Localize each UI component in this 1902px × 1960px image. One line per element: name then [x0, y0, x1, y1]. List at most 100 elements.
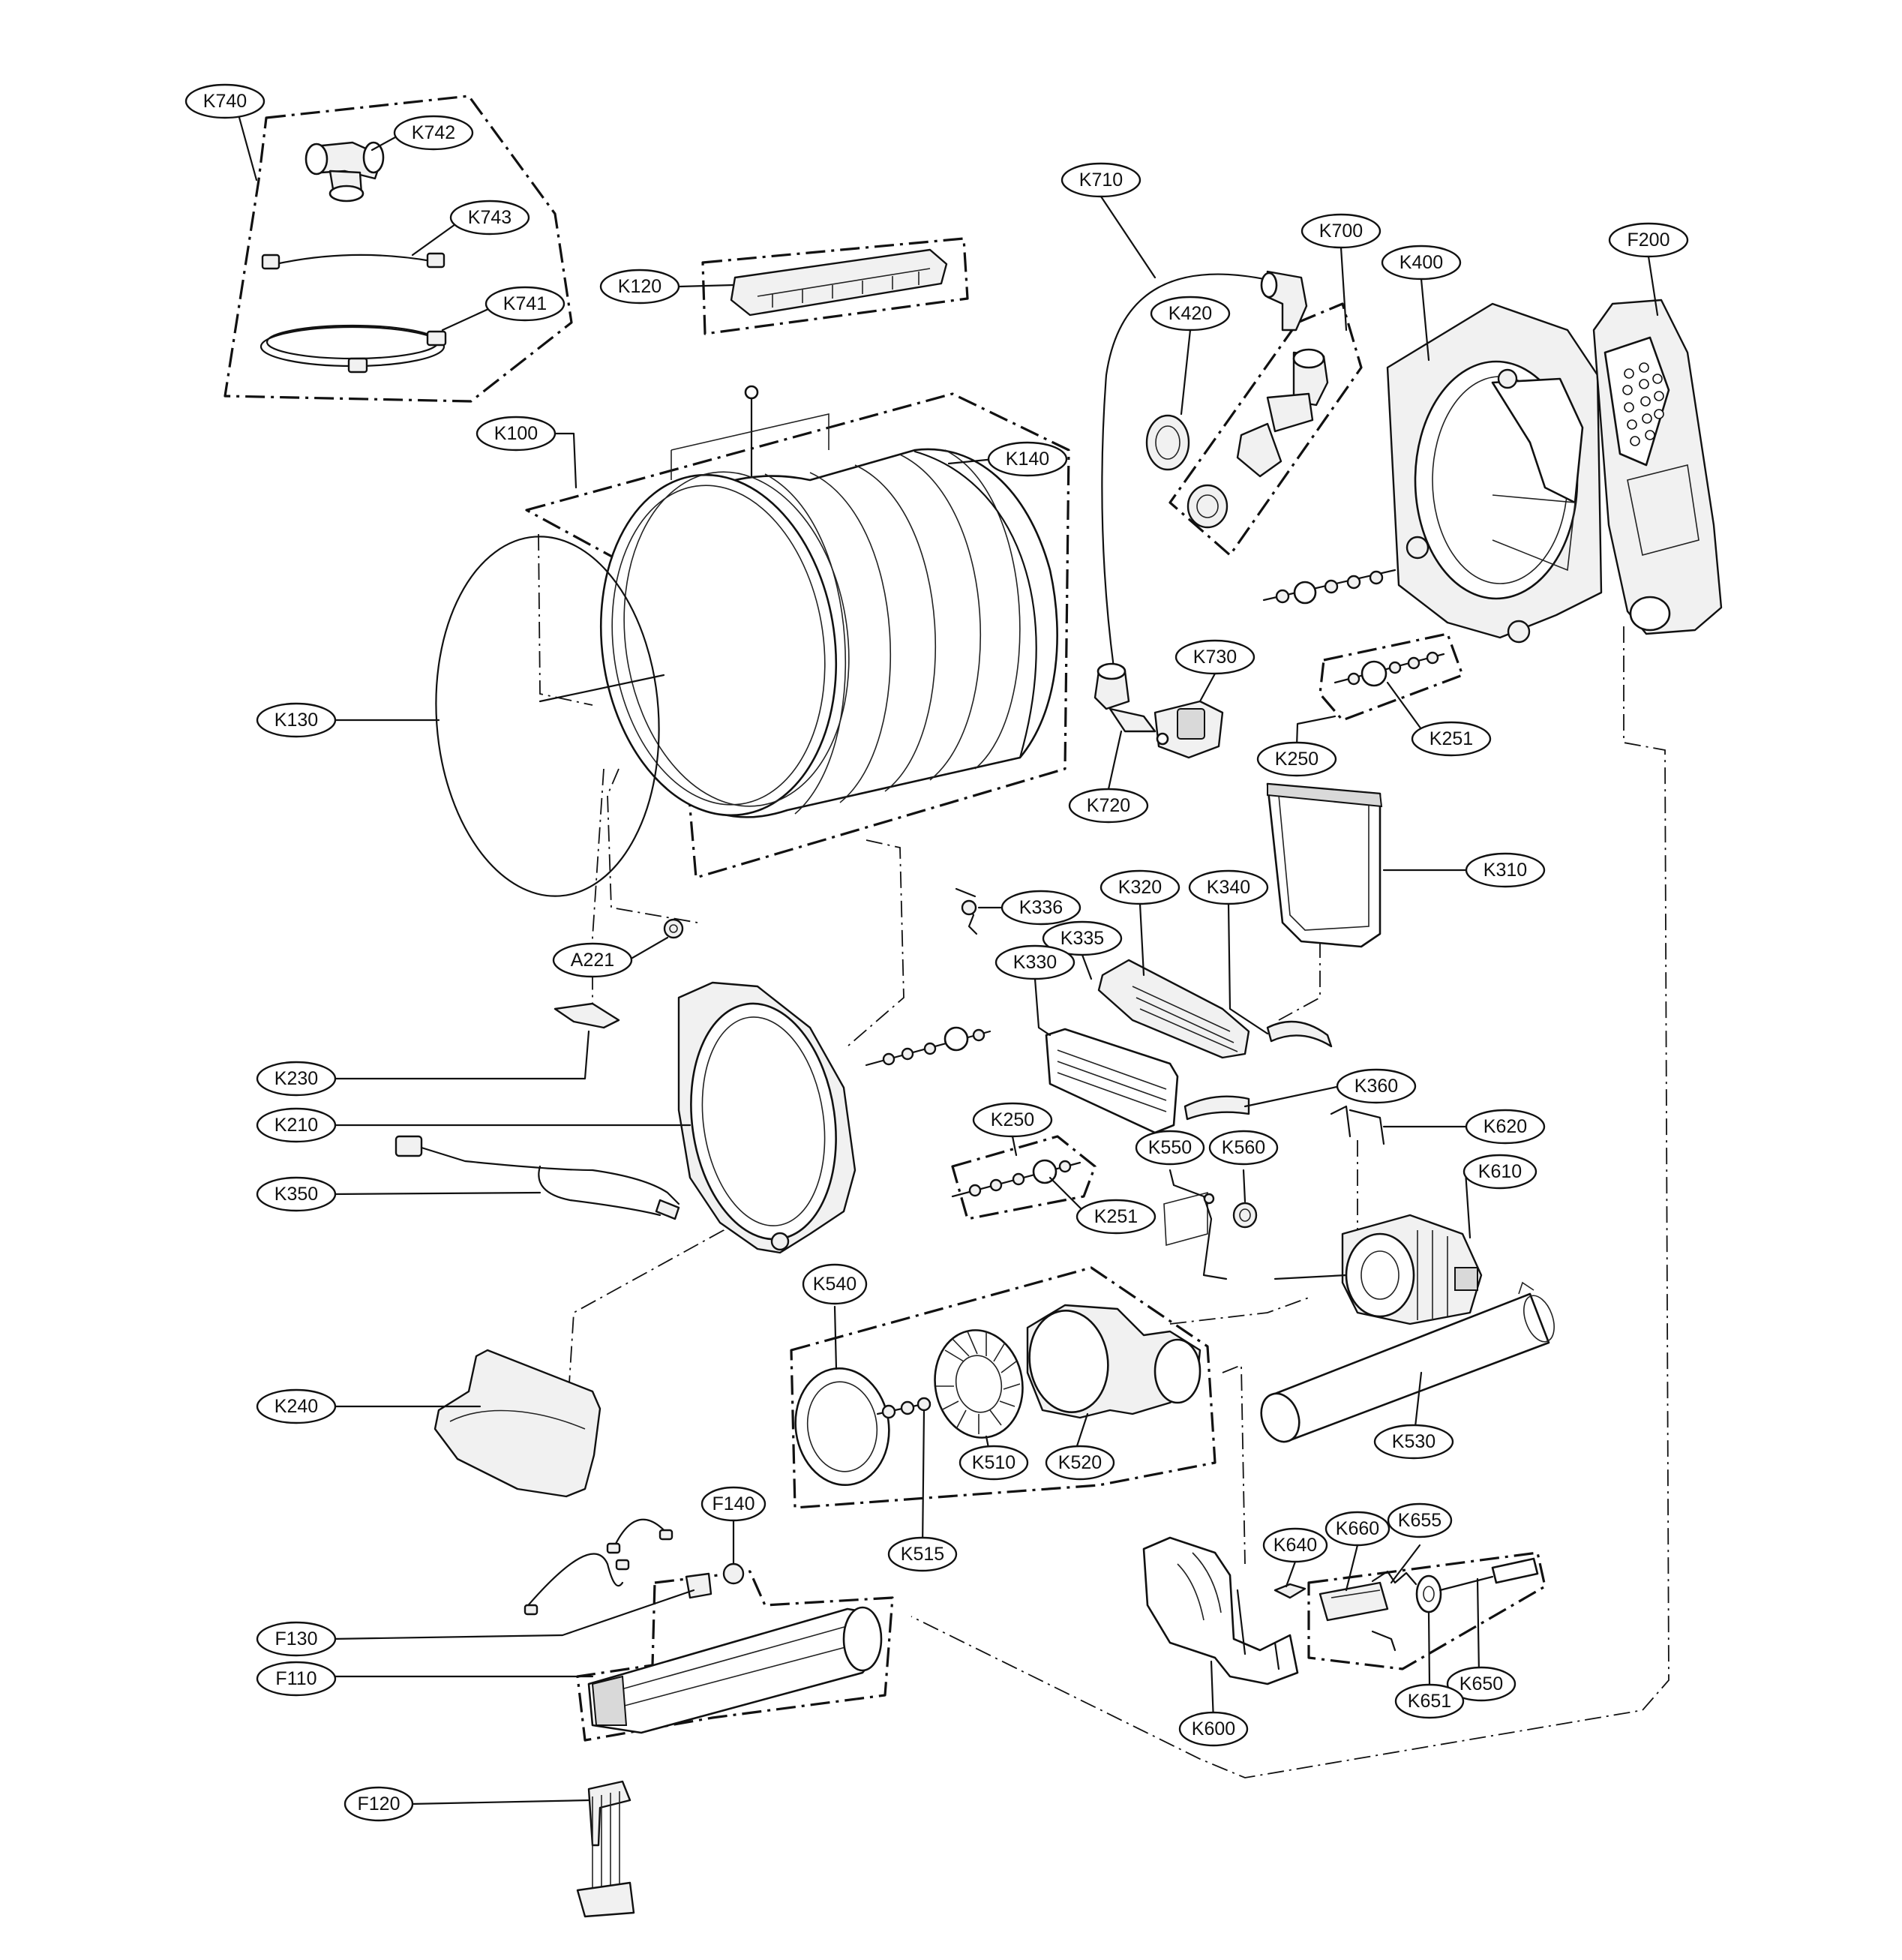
- callout-k560[interactable]: K560: [1208, 1130, 1279, 1166]
- callout-a221[interactable]: A221: [552, 942, 633, 978]
- callout-k720[interactable]: K720: [1068, 788, 1149, 824]
- leader-k340: [1227, 902, 1269, 1035]
- callout-f140[interactable]: F140: [700, 1486, 766, 1522]
- callout-k700[interactable]: K700: [1300, 213, 1382, 249]
- callout-k741[interactable]: K741: [484, 286, 566, 322]
- callout-f130[interactable]: F130: [256, 1621, 337, 1657]
- callout-k240[interactable]: K240: [256, 1388, 337, 1424]
- callout-k650[interactable]: K650: [1446, 1666, 1516, 1702]
- callout-k251b[interactable]: K251: [1076, 1199, 1156, 1235]
- k140-drum: [599, 448, 1058, 818]
- callout-text-k540: K540: [813, 1274, 856, 1295]
- k650-group-boundary: [1307, 1551, 1546, 1670]
- callout-text-k560: K560: [1222, 1137, 1265, 1158]
- callout-k230[interactable]: K230: [256, 1061, 337, 1097]
- callout-k730[interactable]: K730: [1174, 639, 1256, 675]
- drum-cut-line-a: [538, 533, 593, 706]
- k250-lower-hardware: [951, 1159, 1082, 1198]
- k350-wire-harness: [394, 1135, 680, 1220]
- callout-text-k640: K640: [1274, 1535, 1317, 1556]
- callout-k640[interactable]: K640: [1262, 1527, 1328, 1563]
- f200-rear-duct: [1592, 299, 1723, 635]
- f140-hi-limit-thermostat: [685, 1562, 745, 1599]
- parts: [260, 141, 1723, 1918]
- leader-k400: [1420, 278, 1430, 362]
- callout-k251a[interactable]: K251: [1411, 721, 1492, 757]
- leader-f200: [1647, 255, 1659, 317]
- callout-k540[interactable]: K540: [802, 1263, 868, 1305]
- callout-text-k350: K350: [274, 1184, 318, 1205]
- callout-k335[interactable]: K335: [1042, 920, 1123, 956]
- callout-k710[interactable]: K710: [1060, 162, 1142, 198]
- leader-k610: [1464, 1170, 1472, 1239]
- callout-k120[interactable]: K120: [599, 269, 680, 305]
- callout-k320[interactable]: K320: [1100, 869, 1180, 905]
- callout-k515[interactable]: K515: [887, 1536, 958, 1572]
- callout-k620[interactable]: K620: [1465, 1109, 1546, 1145]
- callout-text-k100: K100: [494, 423, 538, 444]
- callout-text-k330: K330: [1013, 952, 1057, 973]
- callout-k330[interactable]: K330: [994, 944, 1076, 980]
- callout-k420[interactable]: K420: [1150, 296, 1231, 332]
- callout-text-k660: K660: [1336, 1518, 1379, 1539]
- leader-k650: [1476, 1577, 1480, 1676]
- f110-heater-group-boundary: [576, 1570, 894, 1742]
- callout-k743[interactable]: K743: [449, 200, 530, 236]
- leader-k330: [1034, 977, 1052, 1037]
- callout-k336[interactable]: K336: [1000, 890, 1082, 926]
- k130-drum-gasket: [435, 536, 665, 897]
- leader-k651: [1427, 1611, 1431, 1685]
- callout-k740[interactable]: K740: [184, 83, 266, 119]
- callout-k100[interactable]: K100: [476, 416, 556, 452]
- callout-text-k720: K720: [1087, 795, 1130, 816]
- callout-text-k230: K230: [274, 1068, 318, 1089]
- callout-k130[interactable]: K130: [256, 702, 337, 738]
- k742-y-connector: [304, 141, 385, 203]
- callout-text-f200: F200: [1628, 230, 1670, 251]
- callout-f120[interactable]: F120: [344, 1786, 414, 1822]
- callout-text-f140: F140: [712, 1493, 755, 1514]
- k660-idler-arm: [1318, 1581, 1389, 1622]
- callout-text-k251a: K251: [1430, 728, 1473, 749]
- callout-k600[interactable]: K600: [1178, 1711, 1249, 1747]
- callout-k510[interactable]: K510: [958, 1445, 1029, 1481]
- callout-k140[interactable]: K140: [987, 441, 1068, 477]
- callout-text-f110: F110: [275, 1668, 316, 1689]
- callout-k310[interactable]: K310: [1465, 852, 1546, 888]
- k510-blower-impeller: [934, 1329, 1024, 1439]
- callout-text-k600: K600: [1192, 1718, 1235, 1739]
- k250-lower-group-boundary: [951, 1135, 1096, 1220]
- callout-k651[interactable]: K651: [1394, 1683, 1465, 1719]
- callout-k742[interactable]: K742: [393, 115, 474, 151]
- callout-k340[interactable]: K340: [1188, 869, 1269, 905]
- callout-k400[interactable]: K400: [1381, 245, 1462, 281]
- k230-front-slide: [554, 1002, 620, 1029]
- callout-k655[interactable]: K655: [1387, 1502, 1453, 1538]
- callout-f110[interactable]: F110: [256, 1661, 337, 1697]
- k320-lint-filter: [1097, 959, 1250, 1059]
- leader-k251a: [1386, 681, 1423, 731]
- leader-k560: [1242, 1169, 1246, 1203]
- blower-group-boundary: [790, 1266, 1216, 1509]
- k740-group-boundary: [224, 95, 573, 403]
- callout-text-a221: A221: [571, 950, 614, 971]
- callout-text-f130: F130: [275, 1628, 318, 1649]
- drum-cut-line-b: [607, 768, 698, 923]
- callout-k530[interactable]: K530: [1373, 1424, 1454, 1460]
- leader-k640: [1285, 1560, 1297, 1588]
- front-bulkhead-hardware: [865, 1026, 992, 1067]
- callout-k250a[interactable]: K250: [1256, 741, 1337, 777]
- callout-k360[interactable]: K360: [1336, 1068, 1417, 1104]
- callout-k660[interactable]: K660: [1324, 1511, 1390, 1547]
- callout-text-k520: K520: [1058, 1452, 1102, 1473]
- k120-lifter-baffle: [730, 248, 948, 317]
- callout-k550[interactable]: K550: [1135, 1130, 1205, 1166]
- callout-k350[interactable]: K350: [256, 1176, 337, 1212]
- callout-k520[interactable]: K520: [1045, 1445, 1115, 1481]
- callout-f200[interactable]: F200: [1608, 222, 1689, 258]
- callout-k250b[interactable]: K250: [972, 1102, 1053, 1138]
- callout-k210[interactable]: K210: [256, 1107, 337, 1143]
- leader-k700: [1340, 246, 1348, 332]
- k620-motor-clip: [1330, 1105, 1385, 1145]
- callout-k610[interactable]: K610: [1462, 1154, 1538, 1190]
